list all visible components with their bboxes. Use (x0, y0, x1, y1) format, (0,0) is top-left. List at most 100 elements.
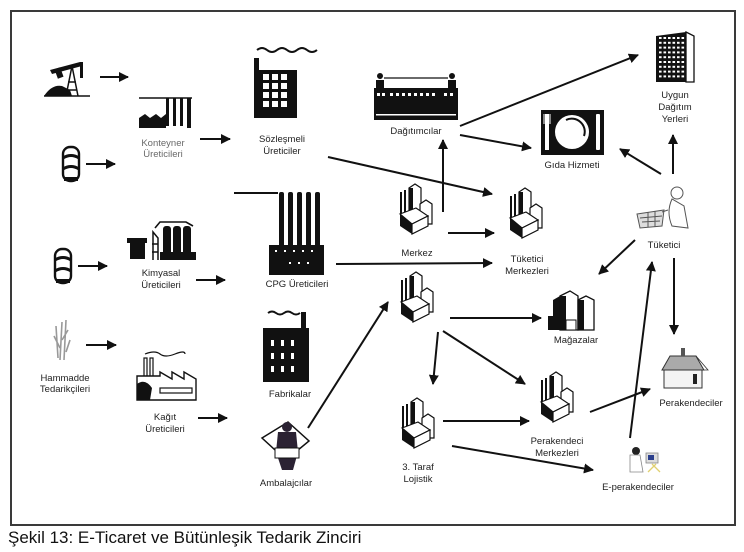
cpg-label: CPG Üreticileri (266, 279, 329, 290)
uygun-dagitim-label-line2: Dağıtım (658, 102, 691, 113)
window (668, 70, 671, 73)
distribution-center-icon (401, 397, 435, 449)
edge-dagitimcilar-to-uygun-dagitim (459, 53, 639, 127)
tuketici-merkezleri-label-line1: Tüketici (511, 254, 544, 265)
distribution-center-icon (399, 183, 433, 235)
dagitimcilar-label: Dağıtımcılar (390, 126, 441, 137)
wheat-icon (53, 319, 71, 361)
window (668, 37, 671, 39)
e-perakendeciler-label: E-perakendeciler (602, 482, 674, 493)
uygun-dagitim-label-line3: Yerleri (662, 114, 689, 125)
perakendeci-merkezleri-label-line2: Merkezleri (535, 448, 579, 459)
shopper-icon (636, 186, 689, 229)
node-kagit: Kağıt Üreticileri (136, 351, 197, 435)
window (681, 61, 685, 63)
node-cpg: CPG Üreticileri (234, 192, 328, 290)
office-tower-icon (656, 30, 695, 83)
window (672, 51, 676, 54)
node-perakendeciler: Perakendeciler (659, 348, 723, 409)
window (681, 37, 685, 39)
window (659, 41, 662, 44)
node-ucuncu-taraf: 3. Taraf Lojistik (401, 397, 435, 485)
window (668, 65, 671, 68)
barrel-icon (61, 145, 81, 183)
edge-cpg-to-tuketici-merkezleri (335, 258, 493, 269)
window (677, 37, 680, 39)
window (672, 46, 676, 49)
window (672, 56, 676, 59)
sozlesmeli-label-line1: Sözleşmeli (259, 134, 305, 145)
window (663, 41, 667, 44)
window (659, 56, 662, 59)
node-magazalar: Mağazalar (548, 290, 598, 346)
window (659, 61, 662, 63)
cpg-factory-icon (234, 192, 324, 275)
window (677, 56, 680, 59)
perakendeci-merkezleri-label-line1: Perakendeci (531, 436, 584, 447)
window (672, 37, 676, 39)
kagit-label-line1: Kağıt (154, 412, 177, 423)
window (677, 65, 680, 68)
window (668, 46, 671, 49)
edge-dagitimcilar-to-gida-hizmeti (459, 134, 532, 152)
kagit-label-line2: Üreticileri (145, 424, 185, 435)
factory-building-icon (254, 47, 318, 118)
tuketici-merkezleri-label-line2: Merkezleri (505, 266, 549, 277)
hammadde-label-line2: Tedarikçileri (40, 384, 90, 395)
edge-e-perakendeciler-to-tuketici (629, 261, 656, 439)
window (659, 37, 662, 39)
window (677, 61, 680, 63)
window (672, 75, 676, 78)
edge-tuketici-to-gida-hizmeti (619, 148, 662, 175)
tuketici-label: Tüketici (648, 240, 681, 251)
kimyasal-label-line2: Üreticileri (141, 280, 181, 291)
konteyner-label-line1: Konteyner (141, 138, 184, 149)
edge-sozlesmeli-to-tuketici-merkezleri (327, 156, 493, 197)
window (663, 46, 667, 49)
window (663, 51, 667, 54)
gida-hizmeti-label: Gıda Hizmeti (545, 160, 600, 171)
window (659, 70, 662, 73)
diagram-frame (10, 10, 736, 526)
window (663, 61, 667, 63)
stores-icon (548, 290, 595, 331)
node-ambalajcilar: Ambalajcılar (260, 421, 312, 489)
distribution-center-icon (400, 271, 434, 323)
node-e-perakendeciler: E-perakendeciler (602, 447, 674, 493)
node-hub (400, 271, 434, 323)
edge-ambalajcilar-to-hub (307, 301, 389, 429)
konteyner-label-line2: Üreticileri (143, 149, 183, 160)
node-oil-well (44, 62, 90, 97)
node-konteyner: Konteyner Üreticileri (139, 97, 192, 160)
window (663, 65, 667, 68)
plate-fork-knife-icon (541, 110, 604, 155)
node-gida-hizmeti: Gıda Hizmeti (541, 110, 604, 171)
window (672, 61, 676, 63)
node-merkez: Merkez (399, 183, 433, 259)
window (681, 51, 685, 54)
window (659, 75, 662, 78)
window (668, 61, 671, 63)
window (672, 70, 676, 73)
window (659, 51, 662, 54)
window (668, 75, 671, 78)
edge-hub-to-ucuncu-taraf (428, 331, 439, 385)
node-barrel-2 (53, 247, 73, 285)
node-fabrikalar: Fabrikalar (263, 310, 311, 400)
node-kimyasal: Kimyasal Üreticileri (127, 221, 196, 291)
window (668, 41, 671, 44)
distribution-center-icon (540, 371, 574, 423)
computer-user-icon (629, 447, 661, 473)
ucuncu-taraf-label-line2: Lojistik (403, 474, 432, 485)
node-tuketici-merkezleri: Tüketici Merkezleri (505, 187, 549, 277)
factory-building-icon (263, 310, 309, 382)
fabrikalar-label: Fabrikalar (269, 389, 311, 400)
node-uygun-dagitim: Uygun Dağıtım Yerleri (656, 30, 695, 125)
oil-pump-icon (44, 62, 90, 97)
window (677, 51, 680, 54)
magazalar-label: Mağazalar (554, 335, 598, 346)
edge-perakendeci-merkezleri-to-perakendeciler (589, 387, 651, 413)
warehouse-building-icon (374, 73, 458, 120)
window (668, 51, 671, 54)
